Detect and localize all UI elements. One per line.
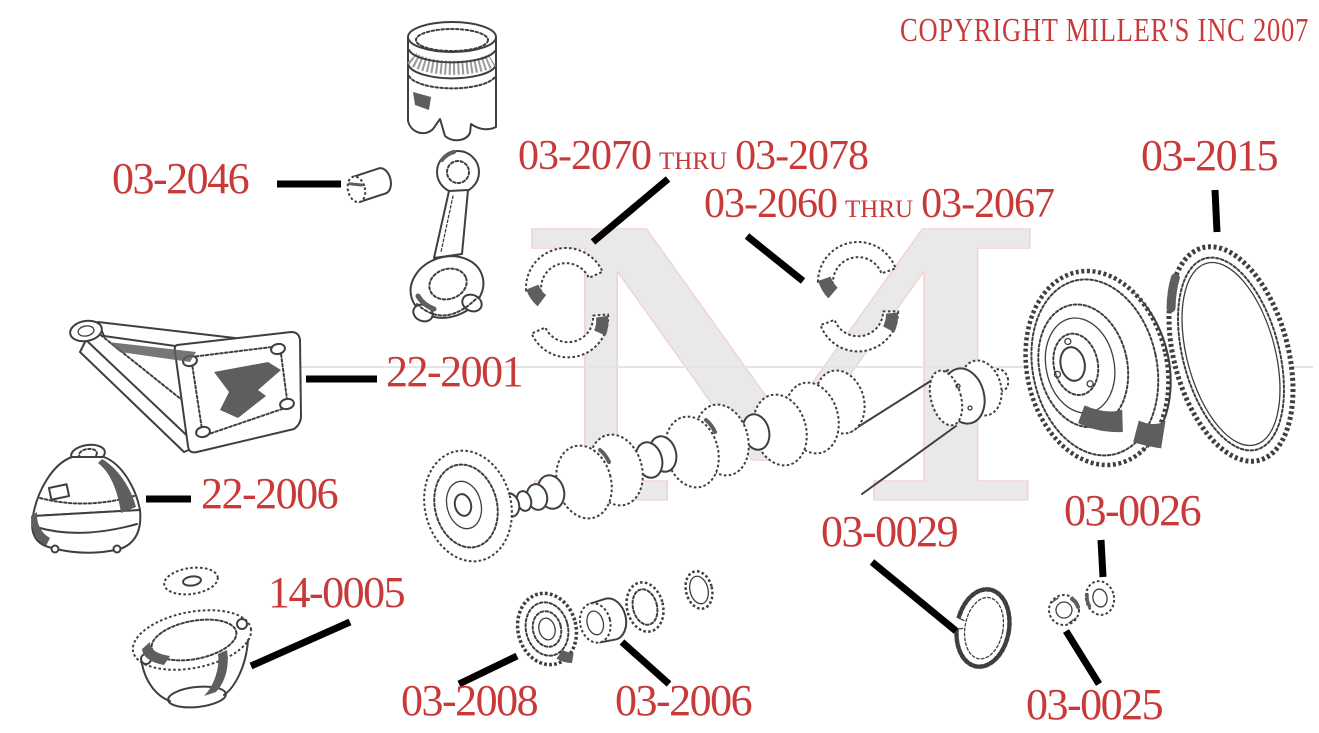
leader-14-0005 bbox=[249, 618, 352, 670]
part-label-crank-nut[interactable]: 03-0025 bbox=[1026, 680, 1164, 729]
part-label-rod-bearings[interactable]: 03-2070 THRU 03-2078 bbox=[518, 133, 869, 179]
cup-washer-drawing bbox=[163, 566, 219, 596]
part-label-lock-washer[interactable]: 03-0026 bbox=[1064, 486, 1202, 535]
part-label-ring-gear[interactable]: 03-2015 bbox=[1141, 131, 1279, 180]
mount-cup-drawing bbox=[131, 609, 253, 709]
part-label-front-seal[interactable]: 03-2008 bbox=[401, 676, 539, 725]
leader-03-2008 bbox=[457, 652, 519, 688]
range-from: 03-2070 bbox=[518, 133, 652, 179]
part-label-mount-bracket[interactable]: 22-2001 bbox=[386, 347, 524, 396]
leader-03-0025 bbox=[1063, 629, 1102, 686]
small-ring-drawing bbox=[684, 570, 714, 610]
part-label-engine-mount[interactable]: 22-2006 bbox=[201, 469, 339, 518]
leader-03-2060 bbox=[744, 233, 806, 284]
part-label-piston-pin-bushing[interactable]: 03-2046 bbox=[112, 154, 250, 203]
mount-bracket-drawing bbox=[69, 319, 302, 454]
crankshaft-drawing bbox=[499, 359, 1010, 520]
leader-03-0029 bbox=[869, 559, 959, 634]
connecting-rod-drawing bbox=[409, 150, 485, 323]
part-label-packing-ring[interactable]: 03-0029 bbox=[821, 507, 959, 556]
piston-drawing bbox=[407, 21, 497, 142]
pulley-drawing bbox=[423, 449, 513, 563]
nut-drawing bbox=[1048, 594, 1080, 626]
collar-drawing bbox=[578, 597, 628, 644]
front-seal-drawing bbox=[515, 591, 579, 667]
flywheel-drawing bbox=[1023, 268, 1172, 468]
leader-lines bbox=[146, 176, 1221, 688]
engine-mount-drawing bbox=[31, 443, 142, 554]
leader-03-0026 bbox=[1097, 539, 1107, 578]
seal-set-drawing bbox=[515, 570, 714, 667]
piston-pin-bushing-drawing bbox=[346, 167, 392, 204]
leader-03-2070 bbox=[590, 176, 671, 245]
range-to: 03-2078 bbox=[735, 133, 869, 179]
ring-gear-drawing bbox=[1166, 244, 1296, 464]
leader-03-2015 bbox=[1211, 189, 1221, 233]
part-label-main-bearings[interactable]: 03-2060 THRU 03-2067 bbox=[704, 181, 1055, 227]
range-thru-text: THRU bbox=[659, 148, 728, 175]
small-washer-drawing bbox=[1084, 580, 1116, 616]
part-label-mount-cup[interactable]: 14-0005 bbox=[268, 568, 406, 617]
range-from: 03-2060 bbox=[704, 181, 838, 227]
part-label-collar[interactable]: 03-2006 bbox=[615, 676, 753, 725]
range-to: 03-2067 bbox=[921, 181, 1055, 227]
range-thru-text: THRU bbox=[845, 196, 914, 223]
leader-03-2006 bbox=[619, 639, 672, 687]
copyright-notice: COPYRIGHT MILLER'S INC 2007 bbox=[900, 12, 1310, 49]
